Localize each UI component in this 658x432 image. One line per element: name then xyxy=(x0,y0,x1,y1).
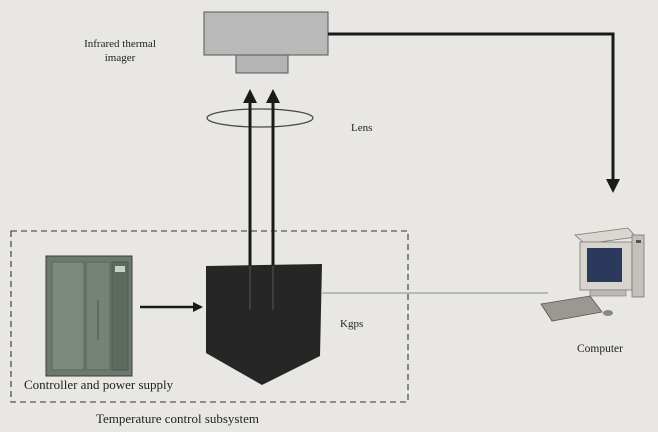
computer-icon xyxy=(540,227,645,322)
imager-label: Infrared thermal imager xyxy=(84,38,156,64)
kgps-furnace xyxy=(206,264,322,385)
controller-label: Controller and power supply xyxy=(24,377,174,392)
controller-cabinet xyxy=(45,255,133,377)
infrared-imager xyxy=(203,11,329,74)
temperature-control-subsystem-boundary xyxy=(10,230,409,403)
lens-shape xyxy=(206,108,314,128)
imager-to-computer-line xyxy=(328,32,620,193)
computer-label: Computer xyxy=(577,343,623,355)
subsystem-label: Temperature control subsystem xyxy=(96,411,259,426)
lens-label: Lens xyxy=(351,122,373,134)
kgps-label: Kgps xyxy=(340,318,364,330)
